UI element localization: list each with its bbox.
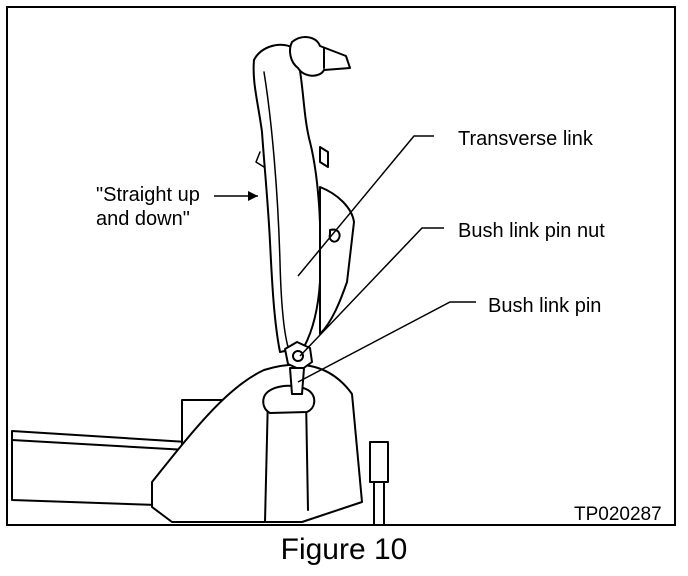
label-bush-link-pin-nut: Bush link pin nut	[458, 220, 605, 242]
vise-body	[151, 363, 363, 523]
figure-caption: Figure 10	[280, 533, 408, 566]
figure-frame: "Straight up and down" Transverse link B…	[6, 6, 676, 526]
leader-bush-link-pin-nut	[299, 227, 444, 357]
leader-bush-link-pin	[297, 301, 476, 383]
vise-jaw	[262, 384, 316, 414]
label-straight-up-line2: and down"	[96, 208, 190, 230]
ball-joint	[289, 36, 351, 77]
suspension-illustration	[11, 36, 476, 524]
label-bush-link-pin: Bush link pin	[488, 295, 602, 317]
label-straight-up-line1: "Straight up	[96, 184, 200, 206]
bush-link-pin	[289, 367, 305, 395]
arm-flange	[319, 186, 355, 335]
label-transverse-link: Transverse link	[458, 128, 593, 150]
vise-handle	[369, 441, 389, 483]
transverse-link-arm	[252, 43, 322, 353]
figure-code: TP020287	[574, 504, 662, 525]
leader-transverse-link	[297, 135, 434, 277]
